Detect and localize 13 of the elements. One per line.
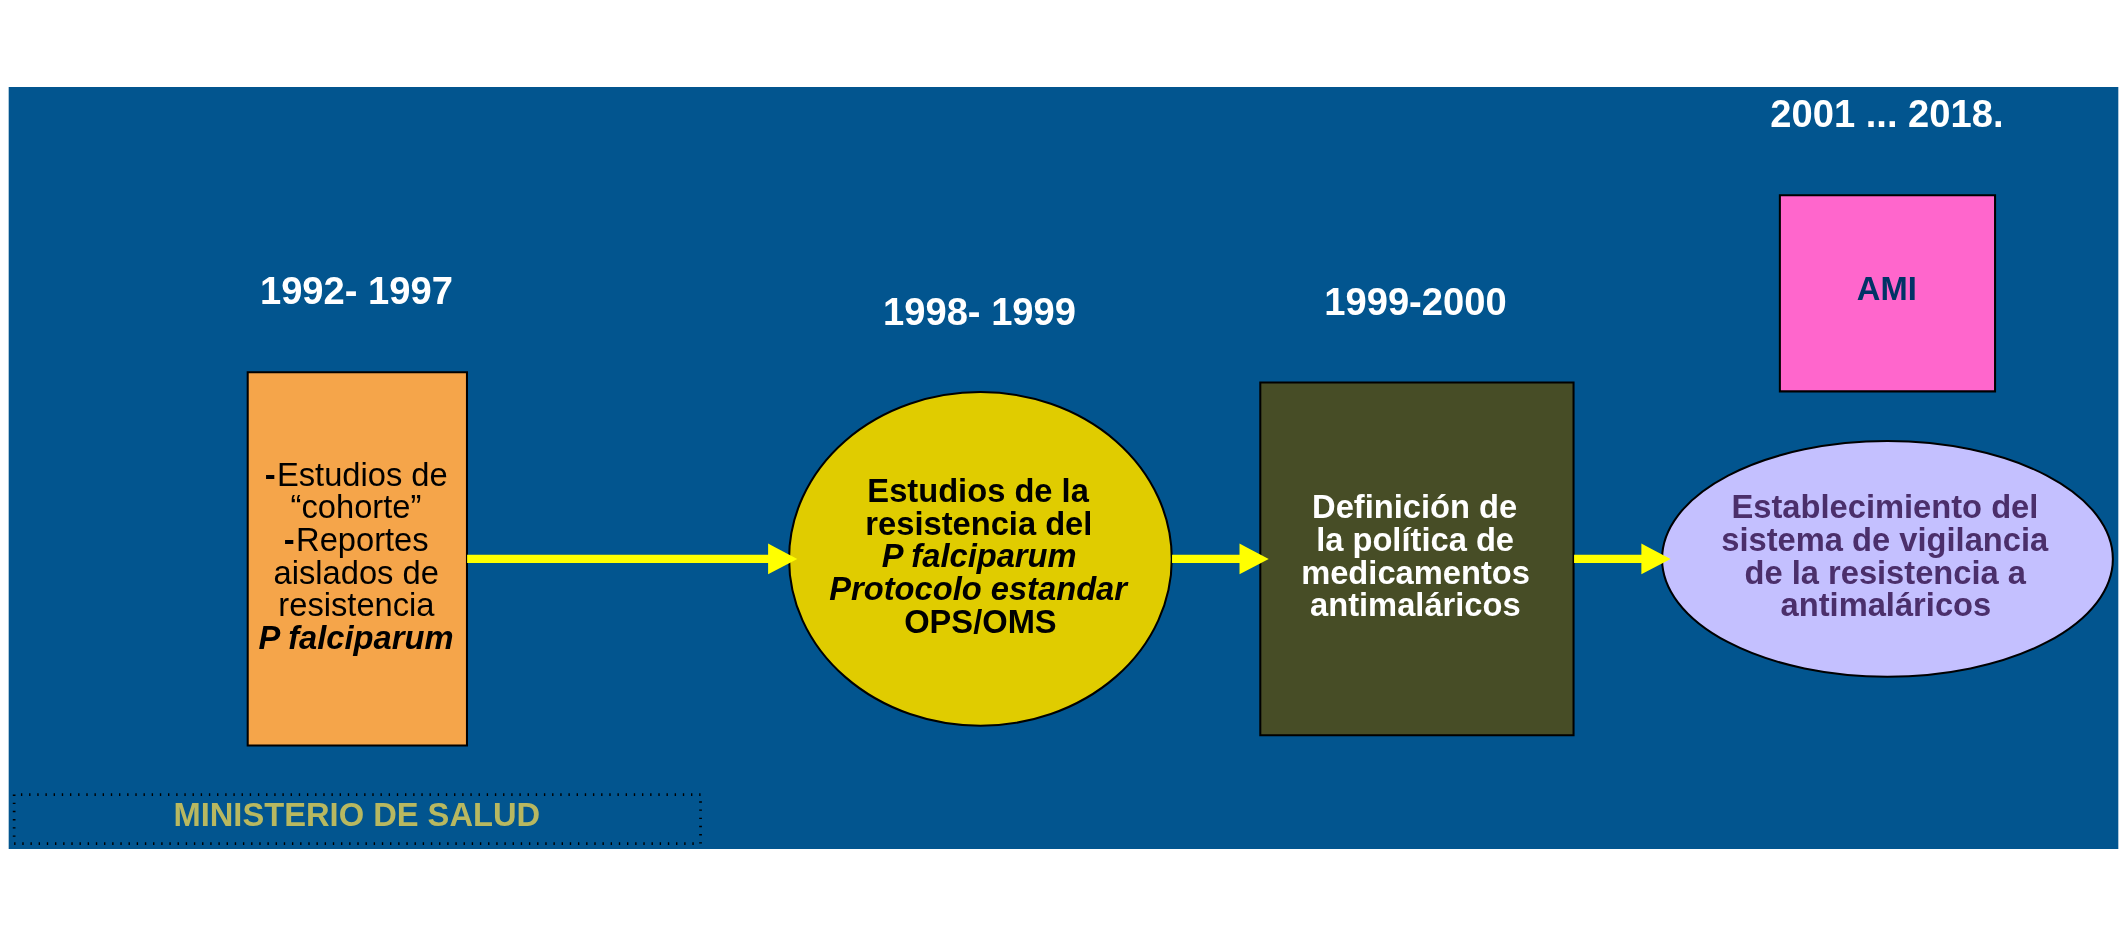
- node-ellipse: Estudios de la resistencia del P falciparum Protocolo estandar OPS/OMS: [788, 391, 1173, 727]
- label: 1999-2000: [1324, 279, 1507, 323]
- node-box: -Estudios de “cohorte” -Reportes aislados de resistencia P falciparum: [246, 371, 468, 747]
- label: 1998- 1999: [883, 289, 1076, 333]
- node-ellipse: Establecimiento del sistema de vigilancia de la resistencia a antimaláricos: [1661, 440, 2114, 678]
- arrow: [467, 543, 798, 575]
- label: 2001 ... 2018.: [1770, 92, 2004, 136]
- arrow: [1574, 543, 1671, 575]
- label: 1992- 1997: [259, 269, 453, 313]
- arrow: [1172, 543, 1269, 575]
- node-box: MINISTERIO DE SALUD: [12, 793, 702, 845]
- node-box: AMI: [1778, 194, 1997, 393]
- node-box: Definición de la política de medicamentos antimaláricos: [1259, 381, 1575, 737]
